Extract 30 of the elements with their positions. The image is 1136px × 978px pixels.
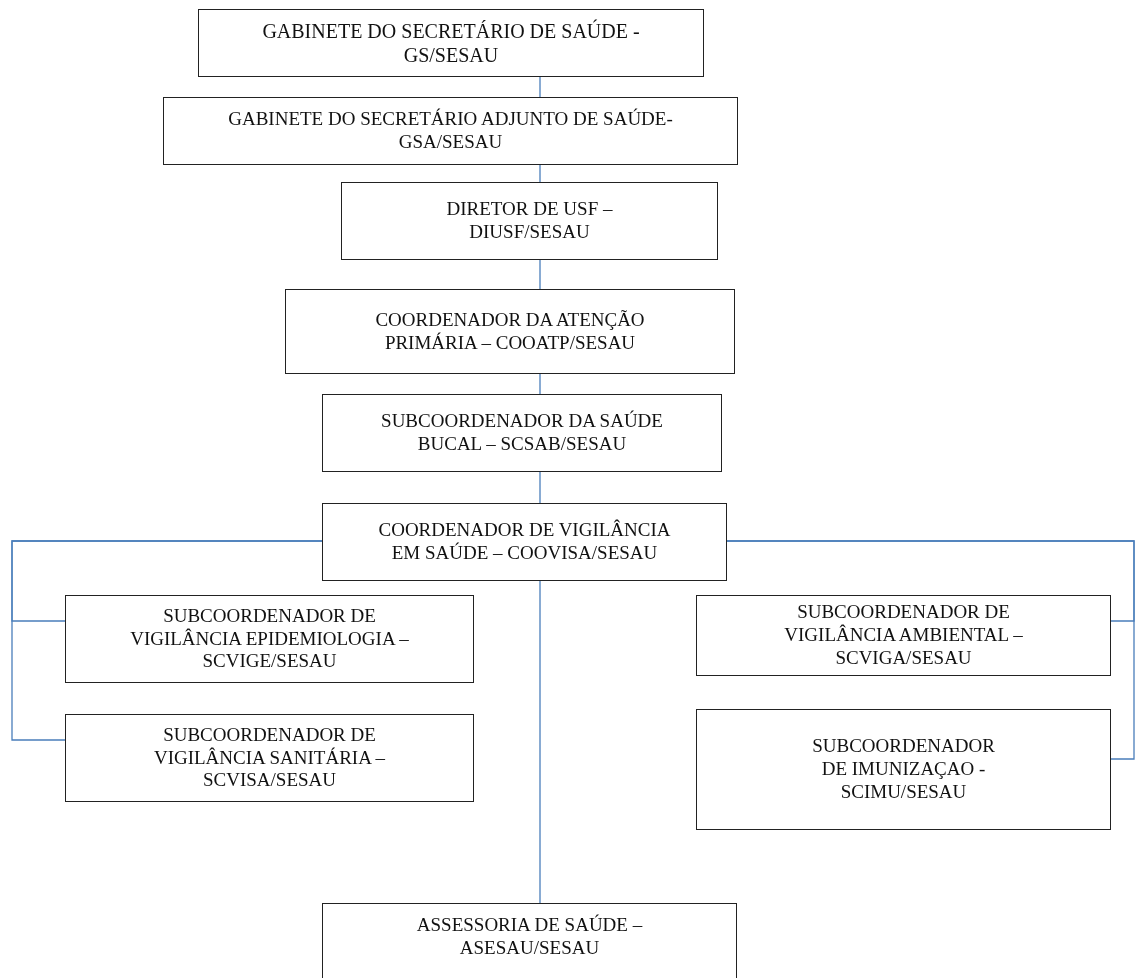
org-box [341, 182, 718, 260]
connector-line [539, 471, 541, 504]
box-label: SUBCOORDENADOR DE VIGILÂNCIA SANITÁRIA – SCVISA/SESAU [152, 723, 387, 793]
box-label: GABINETE DO SECRETÁRIO ADJUNTO DE SAÚDE-GSA/SESAU [227, 108, 674, 154]
connector-line [726, 540, 1135, 760]
org-box [322, 503, 727, 581]
org-box [198, 9, 704, 77]
connector-line [539, 373, 541, 395]
box-label: GABINETE DO SECRETÁRIO DE SAÚDE - GS/SESAU [261, 19, 641, 67]
connector-line [539, 164, 541, 183]
box-label: SUBCOORDENADOR DA SAÚDE BUCAL – SCSAB/SESAU [380, 410, 664, 456]
box-label: SUBCOORDENADOR DE IMUNIZAÇAO - SCIMU/SESAU [811, 735, 996, 804]
connector-line [11, 540, 323, 741]
connector-line [539, 580, 541, 904]
org-box [322, 394, 722, 472]
org-box [65, 714, 474, 802]
org-box [163, 97, 738, 165]
connector-line [539, 76, 541, 98]
org-box [65, 595, 474, 683]
org-box [696, 709, 1111, 830]
connector-line [539, 259, 541, 290]
box-label: ASSESSORIA DE SAÚDE – ASESAU/SESAU [415, 914, 644, 960]
box-label: SUBCOORDENADOR DE VIGILÂNCIA AMBIENTAL – SCVIGA/SESAU [783, 601, 1024, 670]
box-label: SUBCOORDENADOR DE VIGILÂNCIA EPIDEMIOLOGIA – SCVIGE/SESAU [129, 604, 410, 674]
box-label: DIRETOR DE USF – DIUSF/SESAU [445, 198, 614, 244]
org-box [285, 289, 735, 374]
box-label: COORDENADOR DE VIGILÂNCIA EM SAÚDE – COOVISA/SESAU [377, 519, 672, 565]
org-box [322, 903, 737, 978]
box-label: COORDENADOR DA ATENÇÃO PRIMÁRIA – COOATP/SESAU [374, 308, 646, 355]
org-box [696, 595, 1111, 676]
